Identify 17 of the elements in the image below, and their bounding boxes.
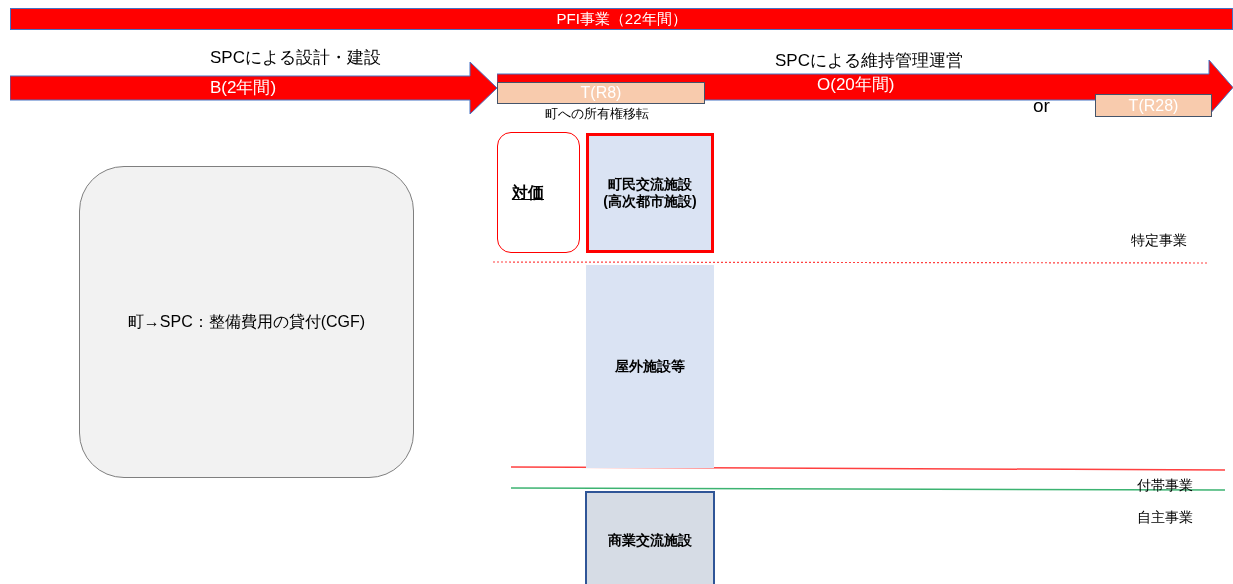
caption-text: 町への所有権移転 [545,105,649,123]
arrow-label: O(20年間) [817,75,895,95]
business-type-label: 自主事業 [1137,508,1193,527]
facility-box: 町民交流施設 (高次都市施設) [586,133,714,253]
timeline-bar: PFI事業（22年間） [10,8,1233,30]
period-box: T(R8) [497,82,705,104]
caption-text: SPCによる設計・建設 [210,48,381,68]
payment-box: 対価 [497,132,580,253]
loan-box: 町→SPC：整備費用の貸付(CGF) [79,166,414,478]
facility-box: 商業交流施設 [585,491,715,584]
or-label: or [1033,95,1050,117]
business-type-label: 付帯事業 [1137,476,1193,495]
caption-text: SPCによる維持管理運営 [775,51,963,71]
arrow-label: B(2年間) [210,78,277,98]
facility-box: 屋外施設等 [586,265,714,468]
period-box: T(R28) [1095,94,1212,117]
business-type-label: 特定事業 [1131,231,1187,250]
